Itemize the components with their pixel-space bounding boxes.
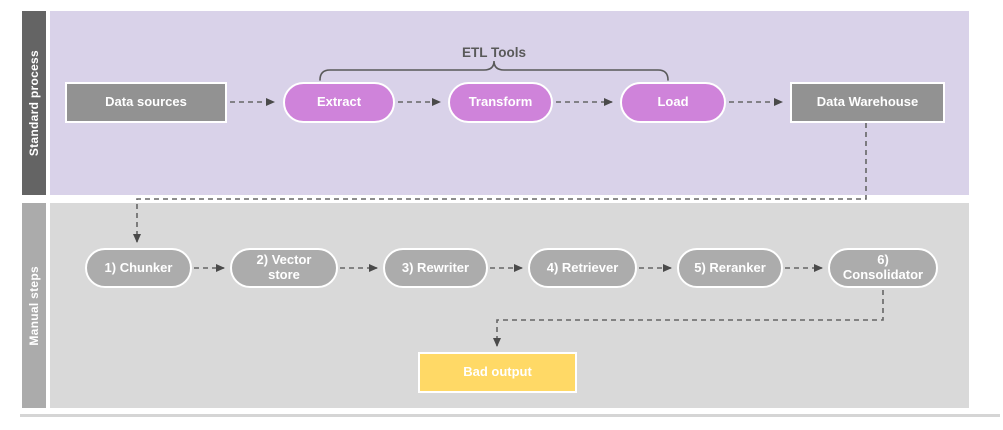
node-reranker[interactable]: 5) Reranker bbox=[677, 248, 783, 288]
etl-tools-label: ETL Tools bbox=[462, 45, 526, 60]
bottom-separator-line bbox=[20, 414, 1000, 417]
node-data-warehouse-label: Data Warehouse bbox=[816, 94, 919, 110]
node-rewriter[interactable]: 3) Rewriter bbox=[383, 248, 488, 288]
node-reranker-label: 5) Reranker bbox=[694, 259, 766, 275]
node-extract[interactable]: Extract bbox=[283, 82, 395, 123]
node-chunker[interactable]: 1) Chunker bbox=[85, 248, 192, 288]
node-retriever-label: 4) Retriever bbox=[546, 259, 619, 275]
node-bad-output[interactable]: Bad output bbox=[418, 352, 577, 393]
node-vector-store[interactable]: 2) Vector store bbox=[230, 248, 338, 288]
node-rewriter-label: 3) Rewriter bbox=[401, 259, 470, 275]
node-vector-store-label: 2) Vector store bbox=[256, 252, 312, 282]
node-data-sources-label: Data sources bbox=[105, 94, 187, 110]
node-data-sources[interactable]: Data sources bbox=[65, 82, 227, 123]
node-load[interactable]: Load bbox=[620, 82, 726, 123]
lane-label-standard-process: Standard process bbox=[22, 11, 46, 195]
node-bad-output-label: Bad output bbox=[463, 364, 532, 380]
node-load-label: Load bbox=[657, 94, 689, 110]
node-transform[interactable]: Transform bbox=[448, 82, 553, 123]
node-chunker-label: 1) Chunker bbox=[104, 259, 173, 275]
lane-label-manual-steps: Manual steps bbox=[22, 203, 46, 408]
lane-label-manual-text: Manual steps bbox=[27, 265, 41, 346]
node-consolidator-label: 6) Consolidator bbox=[842, 252, 924, 282]
node-retriever[interactable]: 4) Retriever bbox=[528, 248, 637, 288]
node-extract-label: Extract bbox=[316, 94, 362, 110]
node-transform-label: Transform bbox=[468, 94, 533, 110]
lane-label-standard-text: Standard process bbox=[27, 49, 41, 157]
node-consolidator[interactable]: 6) Consolidator bbox=[828, 248, 938, 288]
node-data-warehouse[interactable]: Data Warehouse bbox=[790, 82, 945, 123]
